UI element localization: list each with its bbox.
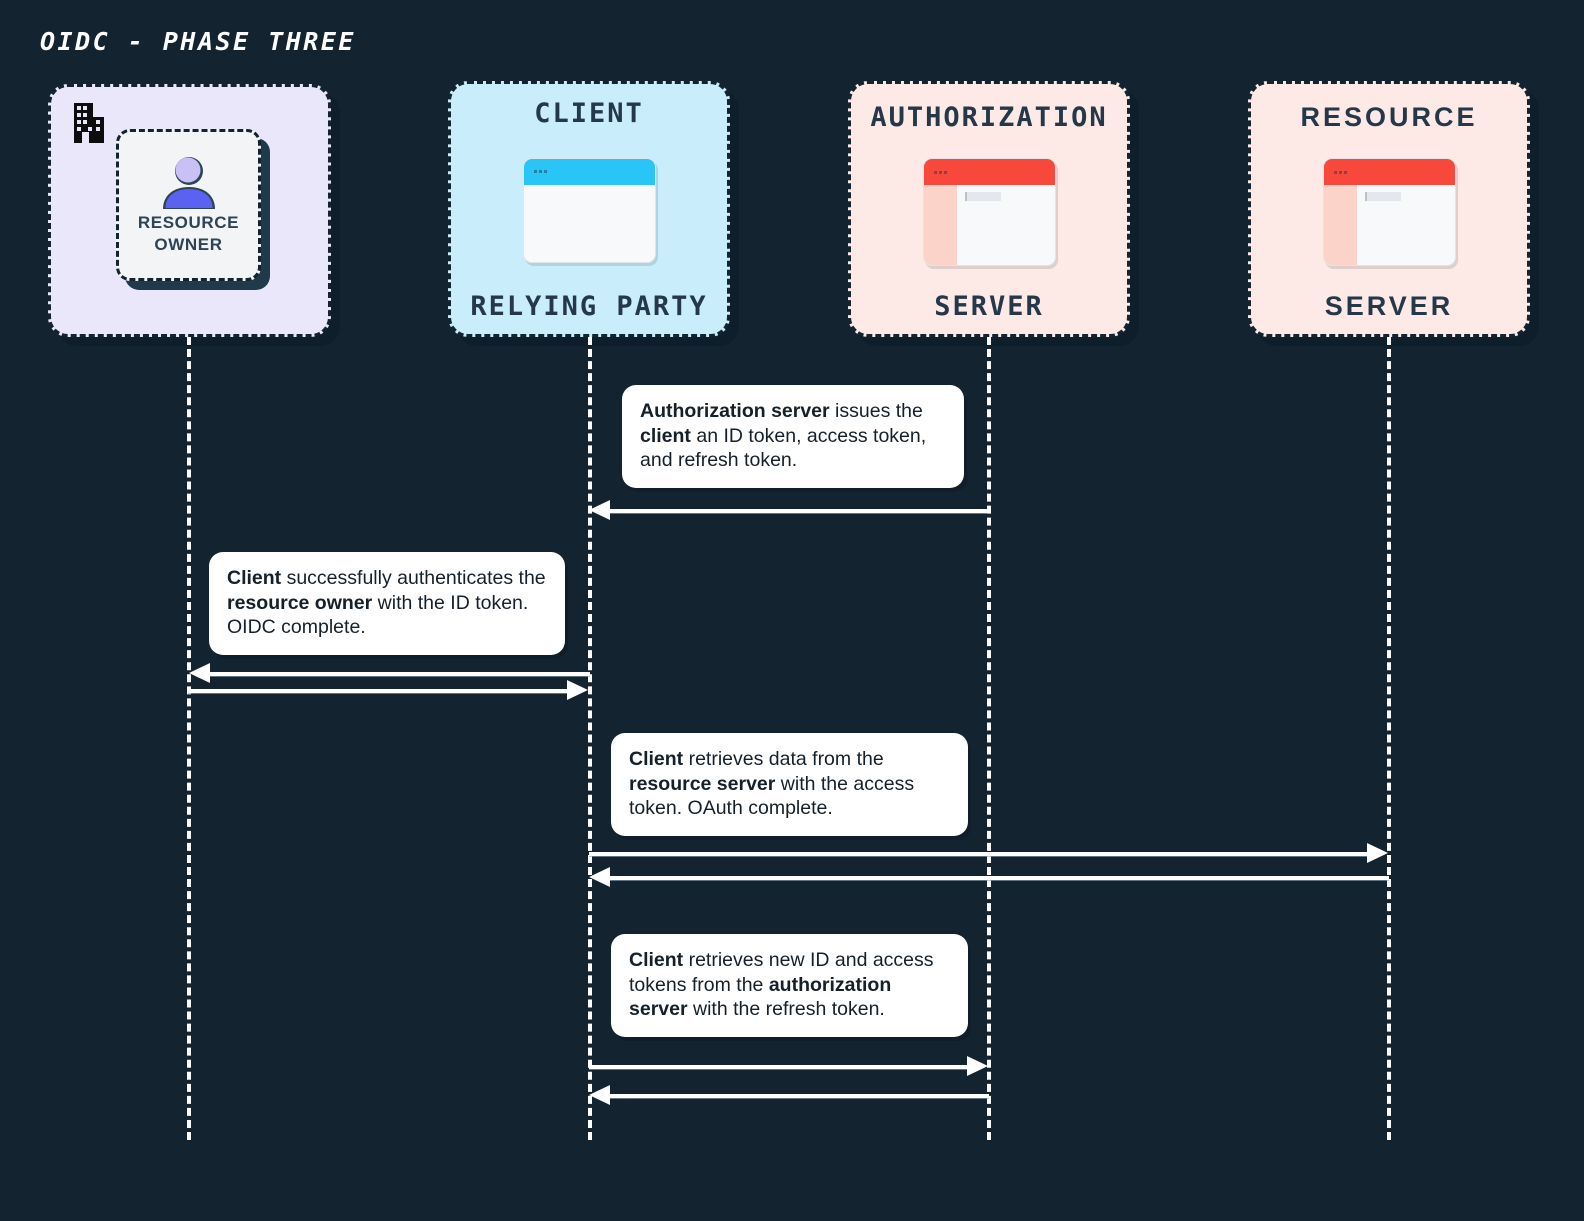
note-client-refreshes-tokens: Client retrieves new ID and access token…: [611, 934, 968, 1037]
client-title-bottom: RELYING PARTY: [470, 291, 708, 322]
server-window-icon: [1322, 158, 1456, 266]
arrow-shaft: [609, 509, 989, 513]
note-emphasis: Client: [629, 949, 684, 971]
window-sidebar: [1323, 185, 1357, 265]
resource-owner-label-line1: RESOURCE: [137, 212, 240, 232]
arrow-head-left-icon: [589, 500, 610, 520]
window-content-chip: [964, 192, 1001, 201]
lifeline-authorization-server: [987, 337, 991, 1140]
window-dots-icon: [933, 170, 947, 174]
arrow-shaft: [609, 876, 1389, 880]
message-arrow-client-to-owner-auth: [189, 663, 590, 683]
auth-server-title-bottom: SERVER: [934, 291, 1044, 322]
lifeline-client: [588, 337, 592, 1140]
actor-resource-owner[interactable]: RESOURCE OWNER: [48, 84, 331, 337]
note-emphasis: resource server: [629, 772, 776, 795]
arrow-head-left-icon: [189, 663, 210, 683]
resource-owner-card[interactable]: RESOURCE OWNER: [116, 129, 261, 281]
window-content: [523, 184, 655, 262]
arrow-head-right-icon: [967, 1056, 988, 1076]
message-arrow-auth-to-client-new-tokens: [589, 1085, 989, 1105]
client-title-top: CLIENT: [534, 98, 644, 129]
resource-server-title-top: RESOURCE: [1300, 102, 1478, 132]
window-sidebar: [923, 185, 957, 265]
note-text: issues the: [829, 400, 923, 422]
note-text: successfully authenticates the: [281, 567, 546, 589]
note-text: with the refresh token.: [687, 998, 885, 1021]
note-emphasis: Authorization server: [640, 400, 830, 422]
arrow-shaft: [209, 672, 590, 676]
arrow-shaft: [589, 852, 1368, 856]
window-titlebar: [923, 159, 1055, 185]
actor-client[interactable]: CLIENT RELYING PARTY: [448, 81, 730, 337]
note-text: retrieves data from the: [683, 748, 884, 770]
note-emphasis: Client: [227, 567, 282, 589]
arrow-head-left-icon: [589, 867, 610, 887]
note-text: with the access token. OAuth complete.: [629, 772, 915, 820]
arrow-shaft: [589, 1065, 968, 1069]
note-emphasis: authorization server: [629, 973, 892, 1021]
note-client-retrieves-data: Client retrieves data from the resource …: [611, 733, 968, 836]
lifeline-resource-owner: [187, 337, 191, 1140]
person-icon: [162, 156, 215, 209]
resource-server-title-bottom: SERVER: [1324, 291, 1454, 321]
window-body: [523, 184, 655, 262]
arrow-shaft: [188, 689, 568, 693]
actor-resource-server[interactable]: RESOURCE SERVER: [1248, 81, 1530, 337]
window-body: [923, 185, 1055, 265]
browser-window-icon: [522, 157, 656, 263]
page-title: OIDC - PHASE THREE: [40, 27, 356, 56]
note-text: retrieves new ID and access tokens from …: [629, 949, 934, 996]
window-content-chip: [1364, 192, 1401, 201]
arrow-head-right-icon: [567, 680, 588, 700]
window-titlebar: [523, 158, 655, 185]
arrow-shaft: [609, 1094, 989, 1098]
server-window-icon: [922, 158, 1056, 266]
window-dots-icon: [1333, 170, 1347, 174]
note-text: an ID token, access token, and refresh t…: [640, 424, 927, 472]
lifeline-resource-server: [1387, 337, 1391, 1140]
message-arrow-auth-to-client-tokens: [589, 500, 989, 520]
note-text: with the ID token. OIDC complete.: [227, 591, 529, 639]
window-titlebar: [1323, 159, 1455, 185]
arrow-head-right-icon: [1367, 843, 1388, 863]
note-emphasis: client: [640, 424, 691, 447]
note-emphasis: Client: [629, 748, 684, 770]
message-arrow-client-to-auth-refresh: [589, 1056, 988, 1076]
window-dots-icon: [533, 170, 547, 173]
message-arrow-client-to-resource-request: [589, 843, 1388, 863]
arrow-head-left-icon: [589, 1085, 610, 1105]
message-arrow-owner-to-client-ack: [188, 680, 588, 700]
actor-authorization-server[interactable]: AUTHORIZATION SERVER: [848, 81, 1130, 337]
note-emphasis: resource owner: [227, 591, 373, 614]
resource-owner-label-line2: OWNER: [154, 235, 223, 254]
message-arrow-resource-to-client-data: [589, 867, 1389, 887]
note-client-authenticates-owner: Client successfully authenticates the re…: [209, 552, 565, 655]
window-content: [1356, 185, 1455, 265]
window-body: [1323, 185, 1455, 265]
auth-server-title-top: AUTHORIZATION: [870, 102, 1108, 133]
office-building-icon: [74, 103, 104, 143]
window-content: [956, 185, 1055, 265]
note-auth-issues-tokens: Authorization server issues the client a…: [622, 385, 964, 488]
